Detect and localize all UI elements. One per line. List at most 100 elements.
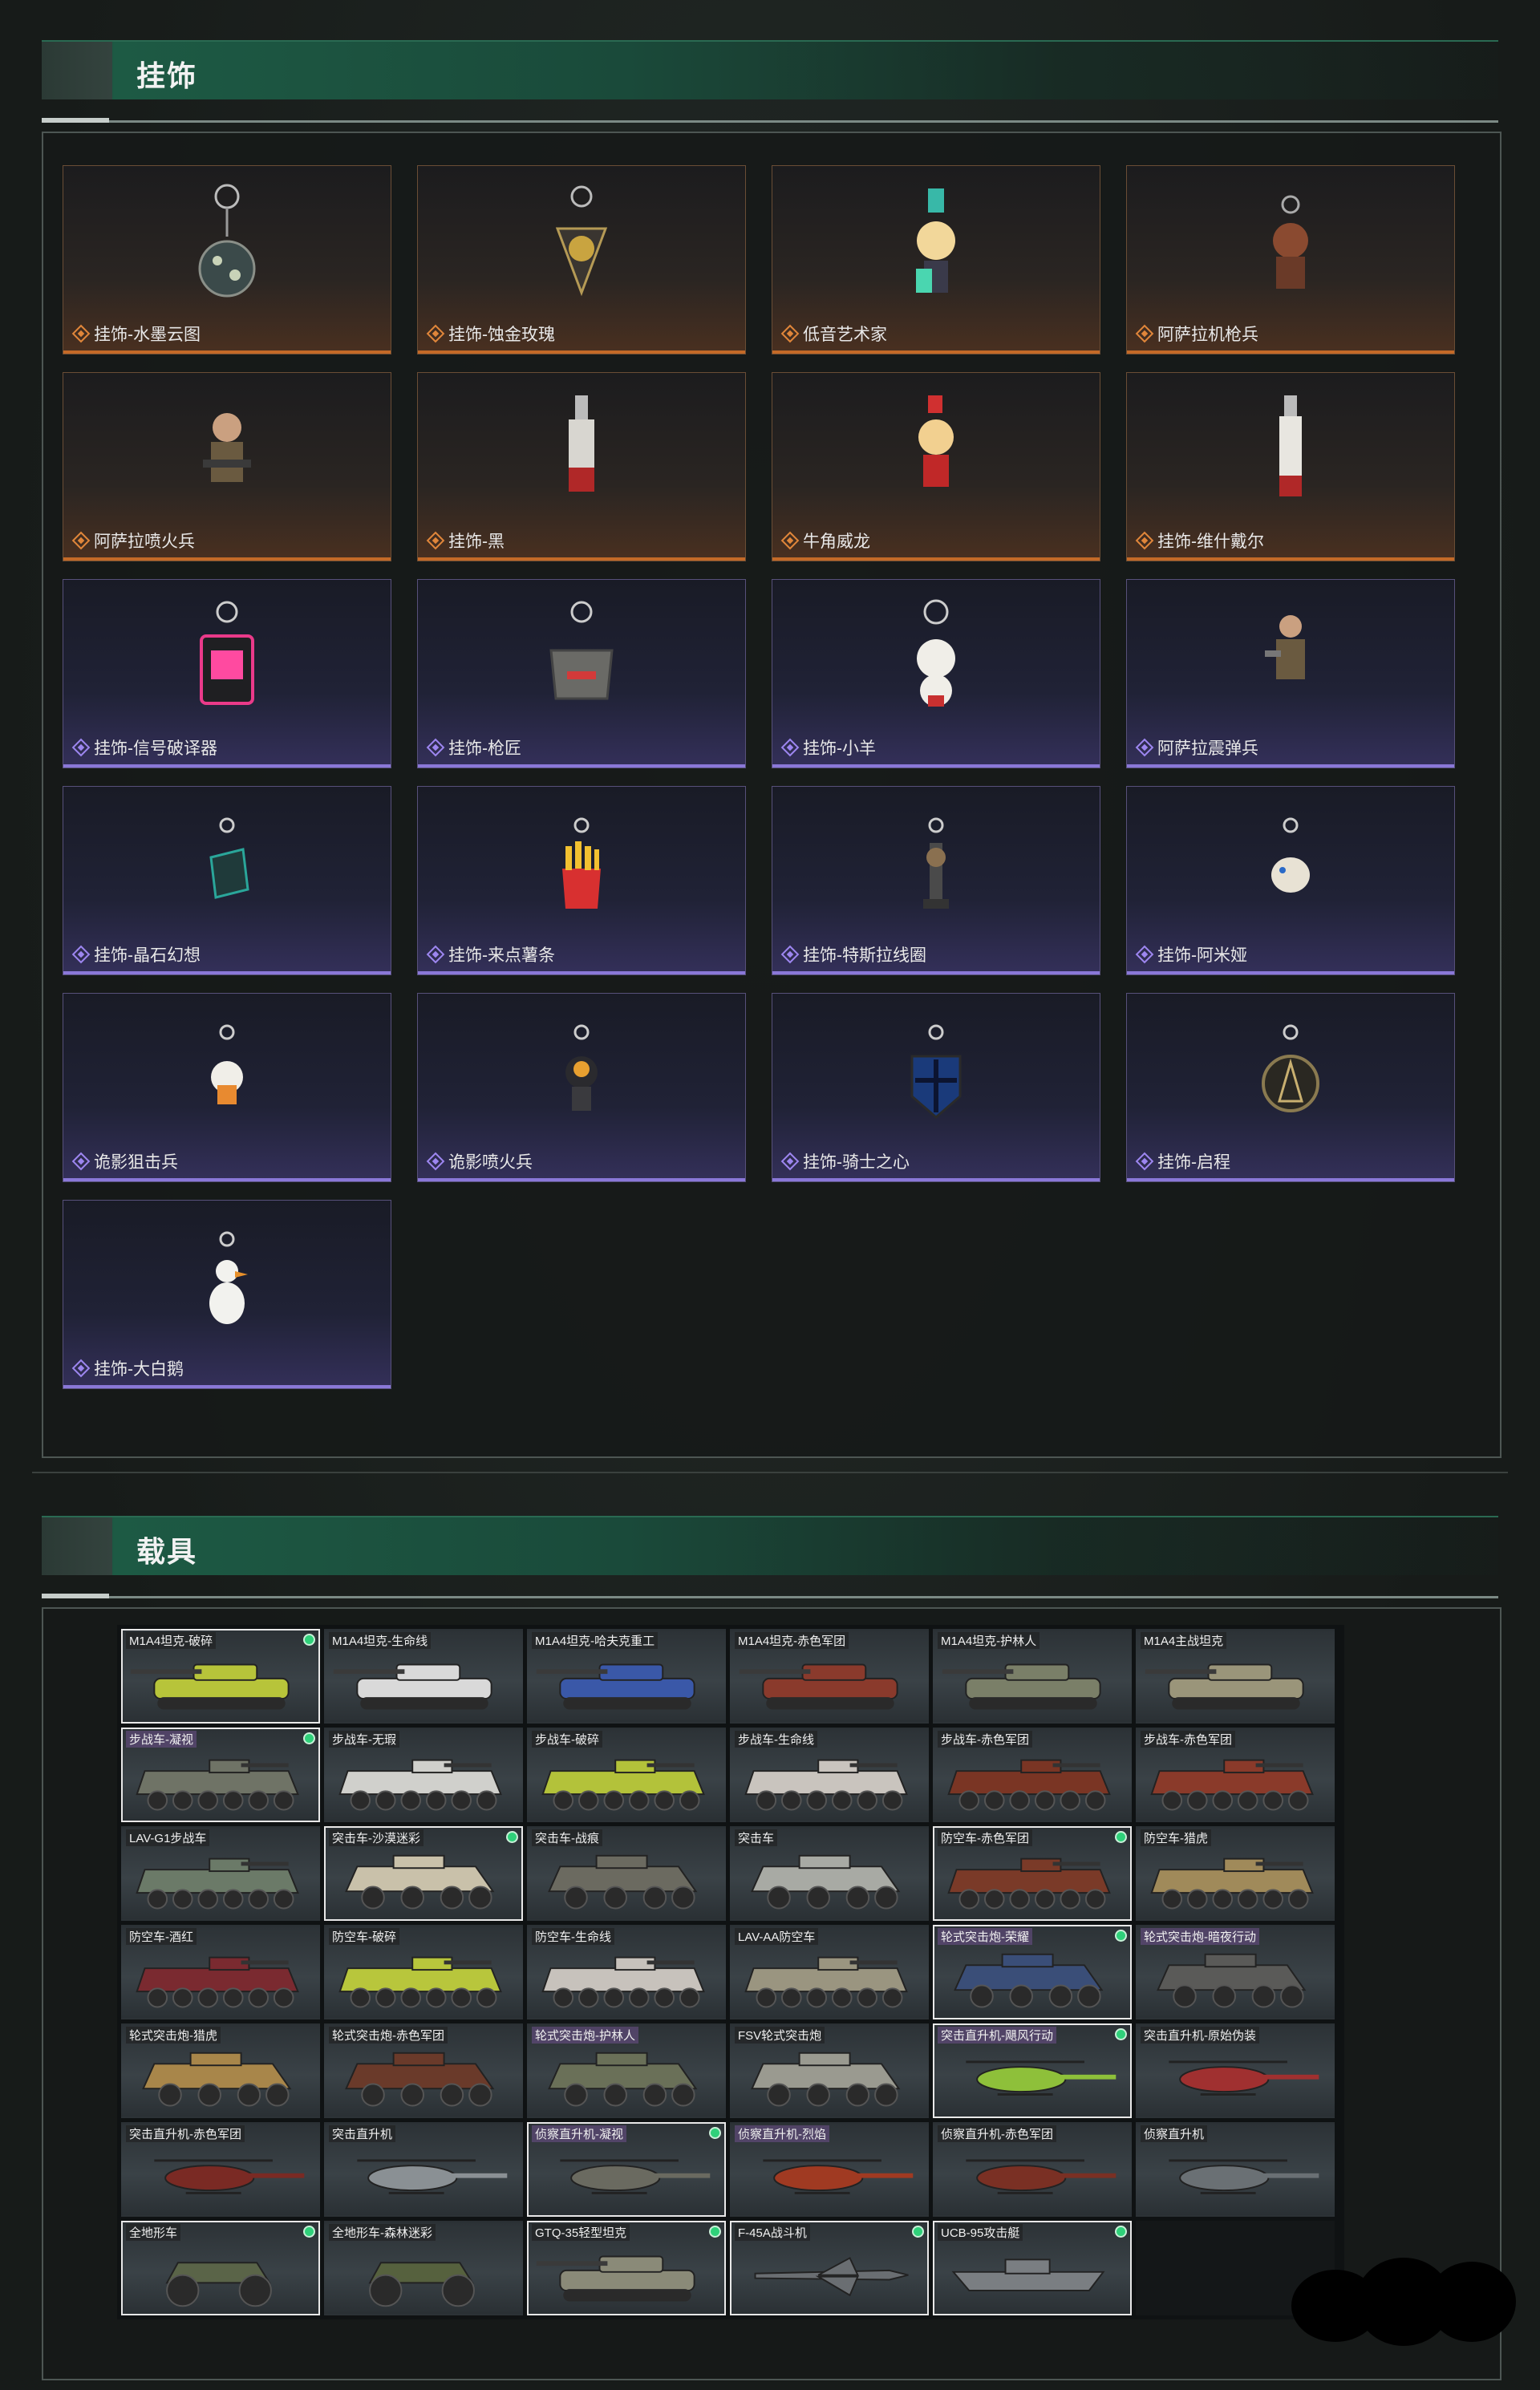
vehicle-card[interactable]: 步战车-凝视 bbox=[121, 1728, 320, 1822]
charm-card[interactable]: 挂饰-水墨云图 bbox=[63, 165, 391, 354]
charm-card[interactable]: 挂饰-晶石幻想 bbox=[63, 786, 391, 975]
vehicle-image bbox=[1145, 1663, 1304, 1710]
vehicle-card[interactable]: 轮式突击炮-猎虎 bbox=[121, 2023, 320, 2118]
vehicle-card[interactable]: M1A4坦克-生命线 bbox=[324, 1629, 523, 1724]
vehicle-image bbox=[954, 1953, 1104, 2008]
vehicle-card[interactable]: 轮式突击炮-护林人 bbox=[527, 2023, 726, 2118]
charm-card[interactable]: 挂饰-黑 bbox=[417, 372, 746, 561]
vehicle-card[interactable]: 步战车-赤色军团 bbox=[933, 1728, 1132, 1822]
owned-indicator-icon bbox=[711, 2129, 719, 2137]
vehicle-card[interactable]: 步战车-破碎 bbox=[527, 1728, 726, 1822]
charm-image bbox=[209, 1231, 248, 1324]
vehicle-card[interactable]: 全地形车-森林迷彩 bbox=[324, 2221, 523, 2315]
vehicle-card[interactable]: LAV-AA防空车 bbox=[730, 1925, 929, 2019]
vehicle-name: 步战车-赤色军团 bbox=[938, 1731, 1032, 1748]
charm-name: 挂饰-骑士之心 bbox=[803, 1153, 910, 1172]
rarity-icon bbox=[1135, 945, 1154, 964]
charm-name: 挂饰-晶石幻想 bbox=[94, 946, 201, 965]
vehicle-image bbox=[739, 1663, 898, 1710]
vehicle-card[interactable]: 步战车-赤色军团 bbox=[1136, 1728, 1335, 1822]
vehicle-card[interactable]: M1A4坦克-哈夫克重工 bbox=[527, 1629, 726, 1724]
rarity-icon bbox=[71, 324, 91, 343]
vehicle-card[interactable]: 轮式突击炮-赤色军团 bbox=[324, 2023, 523, 2118]
vehicle-card[interactable]: 突击直升机-原始伪装 bbox=[1136, 2023, 1335, 2118]
vehicle-card[interactable]: 全地形车 bbox=[121, 2221, 320, 2315]
charm-card[interactable]: 阿萨拉震弹兵 bbox=[1126, 579, 1455, 768]
charm-label-row: 阿萨拉喷火兵 bbox=[71, 529, 195, 553]
vehicle-name: 突击车-战痕 bbox=[532, 1829, 602, 1846]
charm-name: 挂饰-大白鹅 bbox=[94, 1360, 184, 1379]
charm-card[interactable]: 挂饰-蚀金玫瑰 bbox=[417, 165, 746, 354]
vehicle-image bbox=[1169, 2060, 1319, 2096]
charm-name: 挂饰-启程 bbox=[1157, 1153, 1230, 1172]
rarity-icon bbox=[71, 531, 91, 550]
charm-card[interactable]: 挂饰-小羊 bbox=[772, 579, 1100, 768]
vehicle-card[interactable]: M1A4坦克-破碎 bbox=[121, 1629, 320, 1724]
vehicle-card[interactable]: 侦察直升机-烈焰 bbox=[730, 2122, 929, 2217]
charm-card[interactable]: 挂饰-信号破译器 bbox=[63, 579, 391, 768]
charm-name: 阿萨拉震弹兵 bbox=[1157, 739, 1258, 758]
vehicle-name: M1A4主战坦克 bbox=[1141, 1632, 1227, 1649]
charm-label-row: 挂饰-大白鹅 bbox=[71, 1356, 184, 1380]
charm-card[interactable]: 挂饰-大白鹅 bbox=[63, 1200, 391, 1389]
charm-label-row: 挂饰-阿米娅 bbox=[1135, 942, 1247, 966]
charm-label-row: 挂饰-维什戴尔 bbox=[1135, 529, 1264, 553]
vehicle-image bbox=[947, 1759, 1111, 1811]
vehicle-card[interactable]: M1A4主战坦克 bbox=[1136, 1629, 1335, 1724]
vehicle-card[interactable]: 突击车-战痕 bbox=[527, 1826, 726, 1921]
vehicle-card[interactable]: 突击车 bbox=[730, 1826, 929, 1921]
vehicle-card[interactable]: 突击直升机 bbox=[324, 2122, 523, 2217]
vehicle-card[interactable]: 侦察直升机 bbox=[1136, 2122, 1335, 2217]
vehicle-card[interactable]: 防空车-酒红 bbox=[121, 1925, 320, 2019]
charm-card[interactable]: 挂饰-特斯拉线圈 bbox=[772, 786, 1100, 975]
vehicle-card[interactable]: 侦察直升机-赤色军团 bbox=[933, 2122, 1132, 2217]
charm-card[interactable]: 低音艺术家 bbox=[772, 165, 1100, 354]
charm-label-row: 低音艺术家 bbox=[780, 322, 887, 346]
charm-card[interactable]: 挂饰-启程 bbox=[1126, 993, 1455, 1182]
charm-label-row: 挂饰-小羊 bbox=[780, 735, 876, 760]
vehicle-card[interactable]: 侦察直升机-凝视 bbox=[527, 2122, 726, 2217]
section-title: 载具 bbox=[136, 1535, 198, 1568]
vehicle-card[interactable]: 轮式突击炮-暗夜行动 bbox=[1136, 1925, 1335, 2019]
vehicle-image bbox=[947, 1857, 1111, 1910]
vehicle-card[interactable]: 步战车-无瑕 bbox=[324, 1728, 523, 1822]
vehicle-image bbox=[751, 2052, 901, 2107]
vehicle-name: 轮式突击炮-猎虎 bbox=[126, 2027, 221, 2044]
rarity-icon bbox=[426, 324, 445, 343]
vehicle-card[interactable]: LAV-G1步战车 bbox=[121, 1826, 320, 1921]
vehicle-name: 突击直升机-赤色军团 bbox=[126, 2125, 245, 2142]
charm-label-row: 牛角威龙 bbox=[780, 529, 870, 553]
vehicle-card[interactable]: UCB-95攻击艇 bbox=[933, 2221, 1132, 2315]
charm-name: 挂饰-阿米娅 bbox=[1157, 946, 1247, 965]
vehicle-card[interactable]: M1A4坦克-赤色军团 bbox=[730, 1629, 929, 1724]
charm-card[interactable]: 诡影喷火兵 bbox=[417, 993, 746, 1182]
charm-label-row: 挂饰-特斯拉线圈 bbox=[780, 942, 926, 966]
charm-card[interactable]: 挂饰-枪匠 bbox=[417, 579, 746, 768]
charm-label-row: 诡影喷火兵 bbox=[426, 1149, 533, 1173]
vehicle-card[interactable]: F-45A战斗机 bbox=[730, 2221, 929, 2315]
vehicle-card[interactable]: 防空车-破碎 bbox=[324, 1925, 523, 2019]
vehicle-card[interactable]: GTQ-35轻型坦克 bbox=[527, 2221, 726, 2315]
vehicle-image bbox=[951, 2258, 1105, 2291]
vehicle-card[interactable]: FSV轮式突击炮 bbox=[730, 2023, 929, 2118]
charm-card[interactable]: 诡影狙击兵 bbox=[63, 993, 391, 1182]
vehicle-card[interactable]: 步战车-生命线 bbox=[730, 1728, 929, 1822]
vehicle-card[interactable]: 突击直升机-飓风行动 bbox=[933, 2023, 1132, 2118]
vehicle-card[interactable]: 防空车-猎虎 bbox=[1136, 1826, 1335, 1921]
charm-card[interactable]: 挂饰-阿米娅 bbox=[1126, 786, 1455, 975]
charm-label-row: 挂饰-水墨云图 bbox=[71, 322, 201, 346]
charm-card[interactable]: 牛角威龙 bbox=[772, 372, 1100, 561]
charm-card[interactable]: 阿萨拉机枪兵 bbox=[1126, 165, 1455, 354]
vehicle-card[interactable]: 轮式突击炮-荣耀 bbox=[933, 1925, 1132, 2019]
vehicle-card[interactable]: 突击直升机-赤色军团 bbox=[121, 2122, 320, 2217]
charm-label-row: 挂饰-枪匠 bbox=[426, 735, 521, 760]
vehicle-card[interactable]: 突击车-沙漠迷彩 bbox=[324, 1826, 523, 1921]
vehicle-card[interactable]: M1A4坦克-护林人 bbox=[933, 1629, 1132, 1724]
charm-card[interactable]: 挂饰-来点薯条 bbox=[417, 786, 746, 975]
vehicle-card[interactable]: 防空车-赤色军团 bbox=[933, 1826, 1132, 1921]
charm-card[interactable]: 挂饰-骑士之心 bbox=[772, 993, 1100, 1182]
vehicle-card[interactable]: 防空车-生命线 bbox=[527, 1925, 726, 2019]
charm-card[interactable]: 挂饰-维什戴尔 bbox=[1126, 372, 1455, 561]
vehicle-image bbox=[345, 1854, 495, 1910]
charm-card[interactable]: 阿萨拉喷火兵 bbox=[63, 372, 391, 561]
